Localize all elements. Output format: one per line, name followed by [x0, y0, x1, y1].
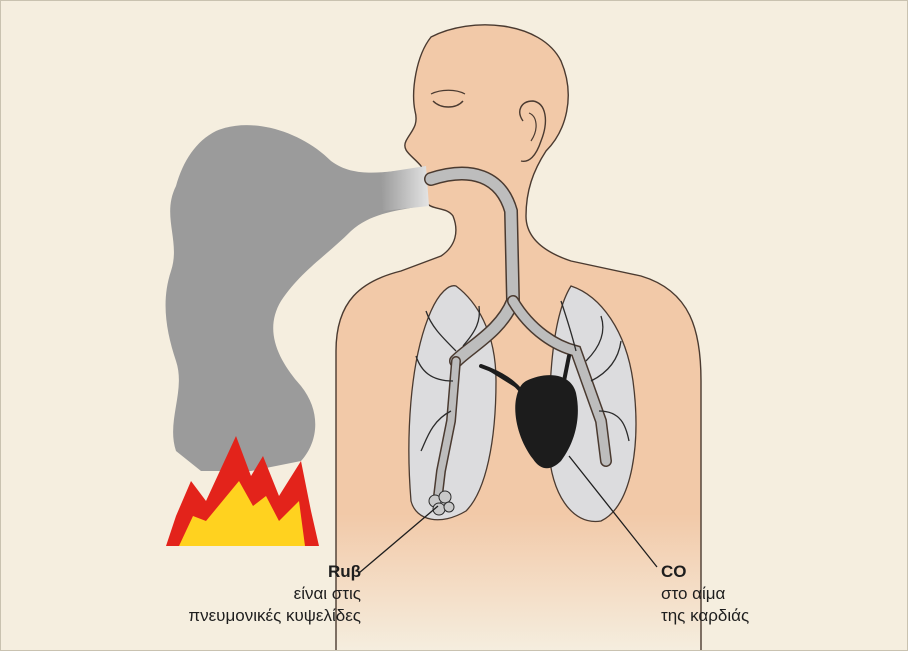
rub-label-title: Ruβ [111, 561, 361, 583]
co-label-title: CO [661, 561, 831, 583]
co-label: CO στο αίμα της καρδιάς [661, 561, 831, 627]
co-label-line-1: στο αίμα [661, 583, 831, 605]
co-label-line-2: της καρδιάς [661, 605, 831, 627]
human-torso-icon [336, 25, 701, 650]
rub-label-line-2: πνευμονικές κυψελίδες [111, 605, 361, 627]
smoke-stream [381, 166, 429, 211]
rub-label-line-1: είναι στις [111, 583, 361, 605]
rub-label: Ruβ είναι στις πνευμονικές κυψελίδες [111, 561, 361, 627]
